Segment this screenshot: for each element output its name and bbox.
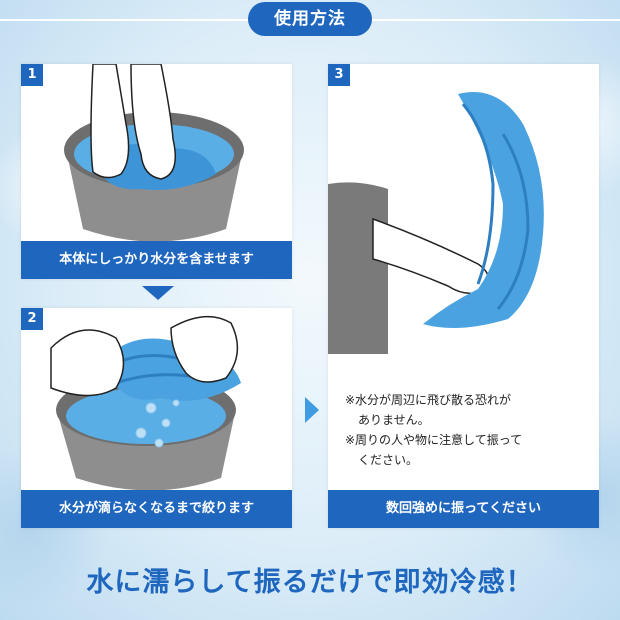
step-3-panel: 3 数回強めに振ってください xyxy=(328,64,599,528)
note-line-4: ください。 xyxy=(358,453,419,467)
shake-towel-illustration xyxy=(328,92,544,354)
step-2-caption: 水分が滴らなくなるまで絞ります xyxy=(21,490,292,528)
step-1-number: 1 xyxy=(21,64,43,86)
step-1-caption: 本体にしっかり水分を含ませます xyxy=(21,241,292,279)
arrow-right-icon xyxy=(305,397,319,423)
step-3-number: 3 xyxy=(328,64,350,86)
wring-towel-illustration xyxy=(50,315,241,491)
note-line-2: ありません。 xyxy=(358,413,430,427)
step-3-caption: 数回強めに振ってください xyxy=(328,490,599,528)
step-1-panel: 1 本体にしっかり水分を含ませます xyxy=(21,64,292,279)
note-line-3: ※周りの人や物に注意して振って xyxy=(345,433,523,447)
step-2-number: 2 xyxy=(21,308,43,330)
step-2-panel: 2 水分が滴らなくなるまで絞ります xyxy=(21,308,292,528)
note-line-1: ※水分が周辺に飛び散る恐れが xyxy=(345,393,512,407)
page-title: 使用方法 xyxy=(248,2,372,36)
caution-notes: ※水分が周辺に飛び散る恐れが ありません。 ※周りの人や物に注意して振って くだ… xyxy=(345,390,585,470)
tagline: 水に濡らして振るだけで即効冷感！ xyxy=(86,567,534,598)
soak-towel-illustration xyxy=(64,64,244,242)
arrow-down-icon xyxy=(142,286,174,300)
